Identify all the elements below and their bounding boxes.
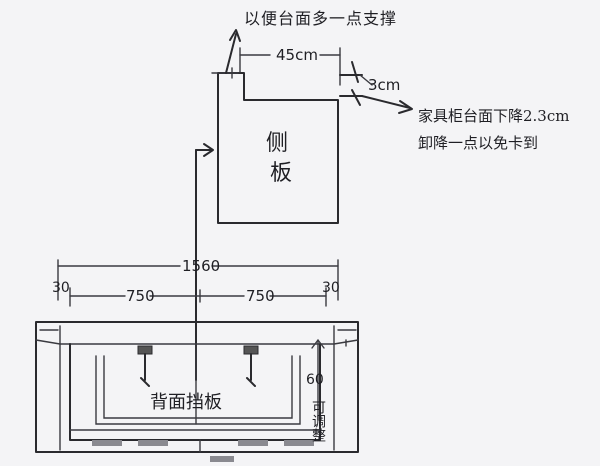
right-note-line-2: 卸降一点以免卡到 [418,134,538,152]
dim-overall: 1560 [182,257,220,275]
dimension-3cm: 3cm [368,76,400,94]
dim-left-edge: 30 [52,280,70,296]
side-vertical-text: 可调整 [310,400,326,442]
overall-dimension [57,259,339,307]
dim-left-basin: 750 [126,287,155,305]
pointer-line [195,143,214,381]
side-panel-label-1: 侧 [266,131,288,156]
dimension-45cm: 45cm [276,46,318,64]
dim-right-edge: 30 [322,280,340,296]
side-panel-drawing [211,29,413,224]
top-note: 以便台面多一点支撑 [244,9,397,28]
side-panel-label-2: 板 [270,161,292,186]
vanity-drawing [35,321,359,462]
dim-height-60: 60 [306,372,324,388]
dim-right-basin: 750 [246,287,275,305]
vanity-label: 背面挡板 [150,392,222,413]
right-note-line-1: 家具柜台面下降2.3cm [418,107,569,125]
